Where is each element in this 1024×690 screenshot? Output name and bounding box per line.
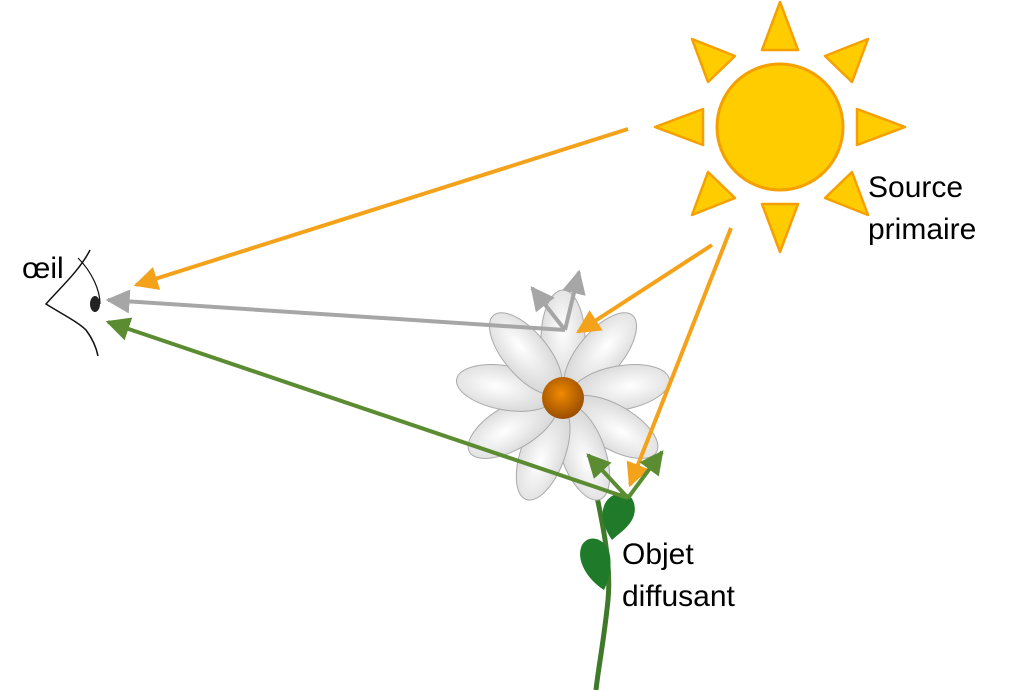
eye-label: œil — [22, 252, 64, 285]
ray-petal-scatter-1 — [530, 286, 567, 332]
leaf-lower — [580, 538, 611, 590]
leaf-upper — [602, 492, 635, 540]
sun-disc — [715, 62, 845, 192]
sun-rays — [653, 0, 907, 254]
ray-petal-scatter-2 — [562, 269, 586, 331]
ray-sun-to-eye — [133, 127, 629, 290]
light-rays — [105, 127, 733, 500]
flower-center — [542, 377, 584, 419]
eye-pupil — [90, 296, 100, 312]
ray-leaf-scatter-2 — [626, 450, 664, 500]
eye-icon — [44, 249, 101, 357]
ray-sun-to-leaf — [626, 227, 733, 488]
object-label-line1: Objet — [622, 538, 694, 571]
source-label-line2: primaire — [868, 213, 976, 246]
ray-leaf-scatter-1 — [586, 453, 630, 500]
sun-icon — [653, 0, 907, 254]
ray-petal-to-eye — [105, 289, 566, 332]
ray-sun-to-petal — [575, 243, 714, 334]
ray-leaf-to-eye — [105, 317, 629, 500]
object-label-line2: diffusant — [622, 580, 736, 613]
source-label-line1: Source — [868, 171, 963, 204]
